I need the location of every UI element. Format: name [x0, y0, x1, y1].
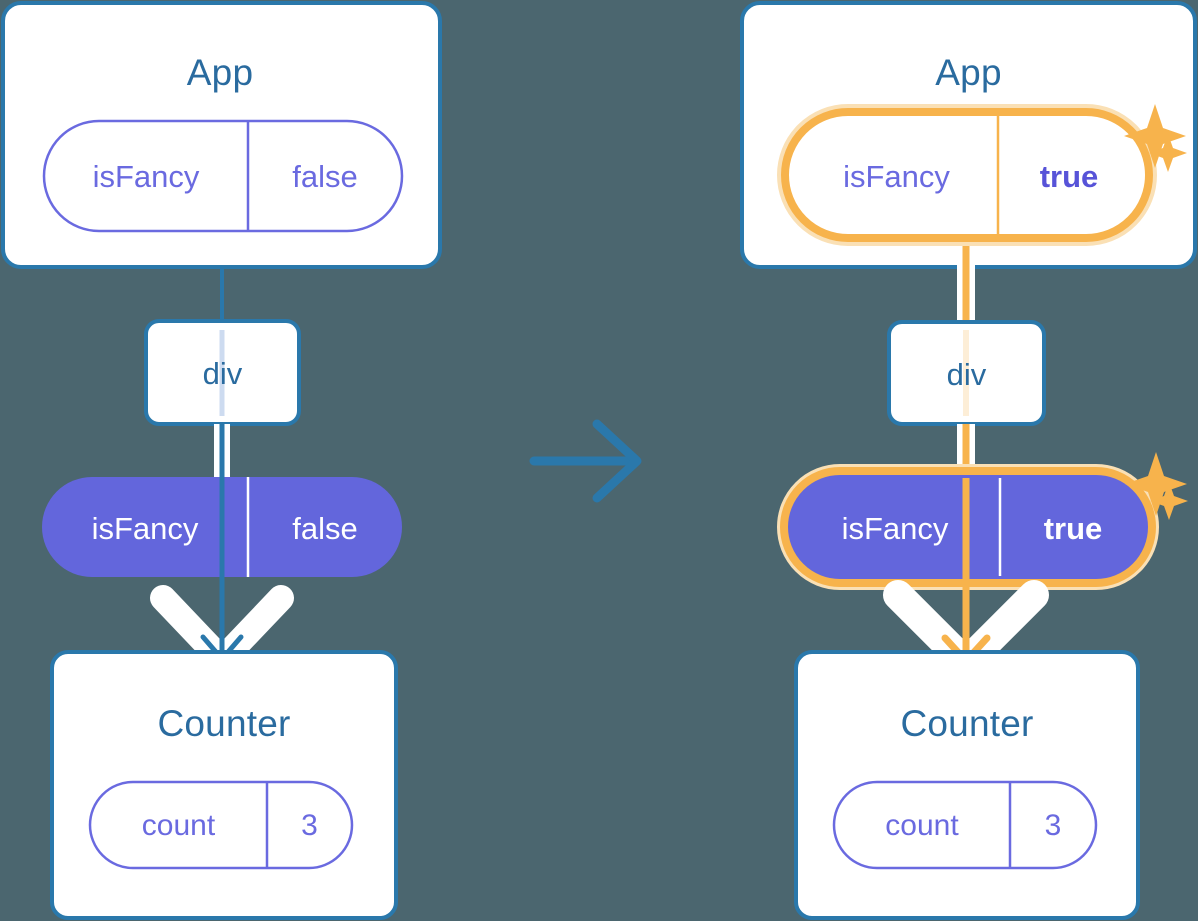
app-pill-before	[42, 119, 404, 233]
transition-arrow	[529, 419, 642, 503]
panel-before	[1, 1, 442, 920]
arrow-right-icon-head	[592, 419, 642, 503]
sparkle-small-icon-prop	[1150, 482, 1188, 520]
app-pill-ring-after	[781, 108, 1153, 242]
sparkle-small-icon-app	[1149, 134, 1187, 172]
counter-pill-before	[88, 780, 354, 870]
sparkle-large-icon-app	[1124, 104, 1186, 168]
panel-after	[740, 1, 1197, 920]
sparkle-large-icon-prop	[1125, 452, 1187, 516]
counter-pill-after	[832, 780, 1098, 870]
